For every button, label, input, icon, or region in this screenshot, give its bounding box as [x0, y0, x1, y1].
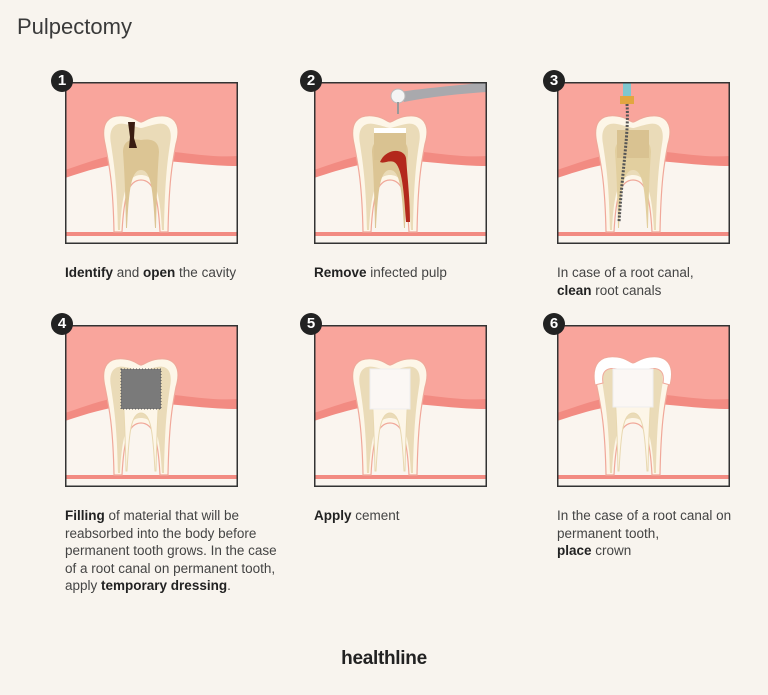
step-number-badge: 1: [51, 70, 73, 92]
healthline-logo: healthline: [341, 648, 427, 669]
step-1-caption: Identify and open the cavity: [65, 265, 237, 280]
step-2-caption: Remove infected pulp: [314, 265, 447, 280]
step-3-illustration: 3: [543, 70, 730, 244]
step-4-caption: Filling of material that will be reabsor…: [65, 508, 277, 593]
step-number-badge: 3: [543, 70, 565, 92]
page-title: Pulpectomy: [17, 14, 132, 39]
step-number-badge: 4: [51, 313, 73, 335]
step-6-illustration: 6: [543, 313, 730, 487]
step-5-illustration: 5: [300, 313, 487, 487]
step-1-illustration: 1: [51, 70, 238, 244]
step-2-illustration: 2: [300, 70, 487, 244]
step-5-caption: Apply cement: [314, 508, 400, 523]
step-number-badge: 5: [300, 313, 322, 335]
step-3-caption: In case of a root canal,clean root canal…: [557, 265, 694, 298]
step-number-badge: 2: [300, 70, 322, 92]
step-number-badge: 6: [543, 313, 565, 335]
step-6-caption: In the case of a root canal on permanent…: [557, 508, 732, 558]
step-4-illustration: 4: [51, 313, 238, 487]
